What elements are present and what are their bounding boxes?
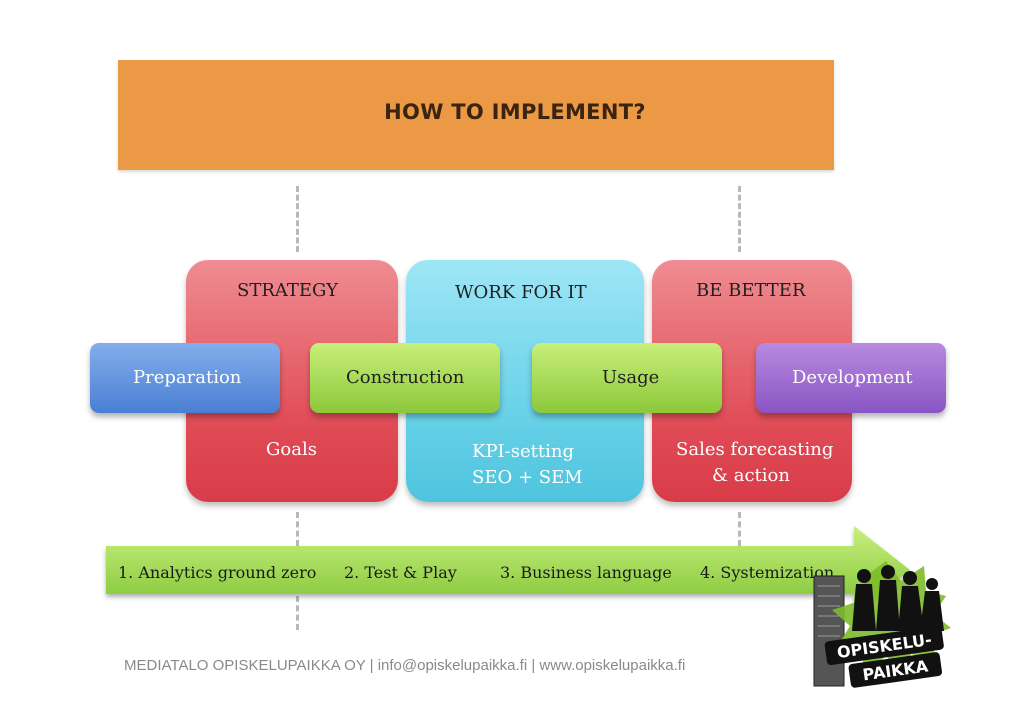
step-1: 1. Analytics ground zero bbox=[118, 563, 317, 582]
phase-note-goals: Goals bbox=[266, 439, 317, 460]
pill-preparation: Preparation bbox=[90, 343, 280, 413]
guide-line-right-top bbox=[738, 186, 741, 252]
phase-note-seo: SEO + SEM bbox=[472, 467, 583, 488]
guide-line-right-bottom bbox=[738, 512, 741, 546]
step-4: 4. Systemization bbox=[700, 563, 835, 582]
phase-title-strategy: STRATEGY bbox=[237, 280, 338, 301]
phase-title-be-better: BE BETTER bbox=[696, 280, 806, 301]
pill-label-preparation: Preparation bbox=[133, 367, 242, 388]
opiskelupaikka-logo: OPISKELU- PAIKKA bbox=[813, 561, 951, 688]
phase-title-work-for-it: WORK FOR IT bbox=[455, 282, 587, 303]
step-3: 3. Business language bbox=[500, 563, 672, 582]
timeline-arrow bbox=[106, 526, 910, 614]
step-2: 2. Test & Play bbox=[344, 563, 457, 582]
footer-contact: MEDIATALO OPISKELUPAIKKA OY | info@opisk… bbox=[124, 657, 686, 674]
pill-development: Development bbox=[756, 343, 946, 413]
pill-label-usage: Usage bbox=[602, 367, 660, 388]
timeline-arrow-shape bbox=[106, 526, 910, 614]
phase-note-forecasting: Sales forecasting bbox=[676, 439, 834, 460]
title-banner bbox=[118, 60, 834, 170]
page-title: HOW TO IMPLEMENT? bbox=[384, 100, 646, 124]
pill-usage: Usage bbox=[532, 343, 722, 413]
phase-note-action: & action bbox=[712, 465, 790, 486]
pill-construction: Construction bbox=[310, 343, 500, 413]
guide-line-left-top bbox=[296, 186, 299, 252]
phase-note-kpi: KPI-setting bbox=[472, 441, 574, 462]
pill-label-development: Development bbox=[792, 367, 913, 388]
pill-label-construction: Construction bbox=[346, 367, 465, 388]
